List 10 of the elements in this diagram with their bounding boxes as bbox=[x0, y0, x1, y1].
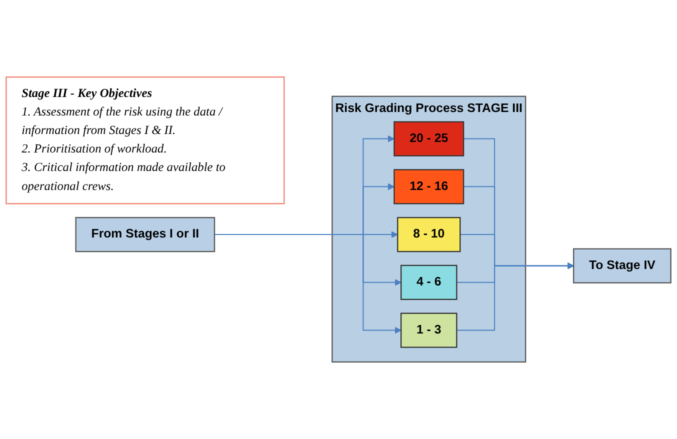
node-box bbox=[573, 248, 672, 284]
node-box bbox=[75, 216, 216, 252]
node-box bbox=[6, 76, 285, 204]
node-box bbox=[400, 312, 458, 348]
node-box bbox=[397, 216, 461, 252]
node-box bbox=[394, 121, 464, 156]
node-box bbox=[400, 264, 458, 300]
cluster bbox=[332, 96, 526, 363]
arrow bbox=[456, 262, 574, 331]
node-box bbox=[394, 169, 464, 204]
